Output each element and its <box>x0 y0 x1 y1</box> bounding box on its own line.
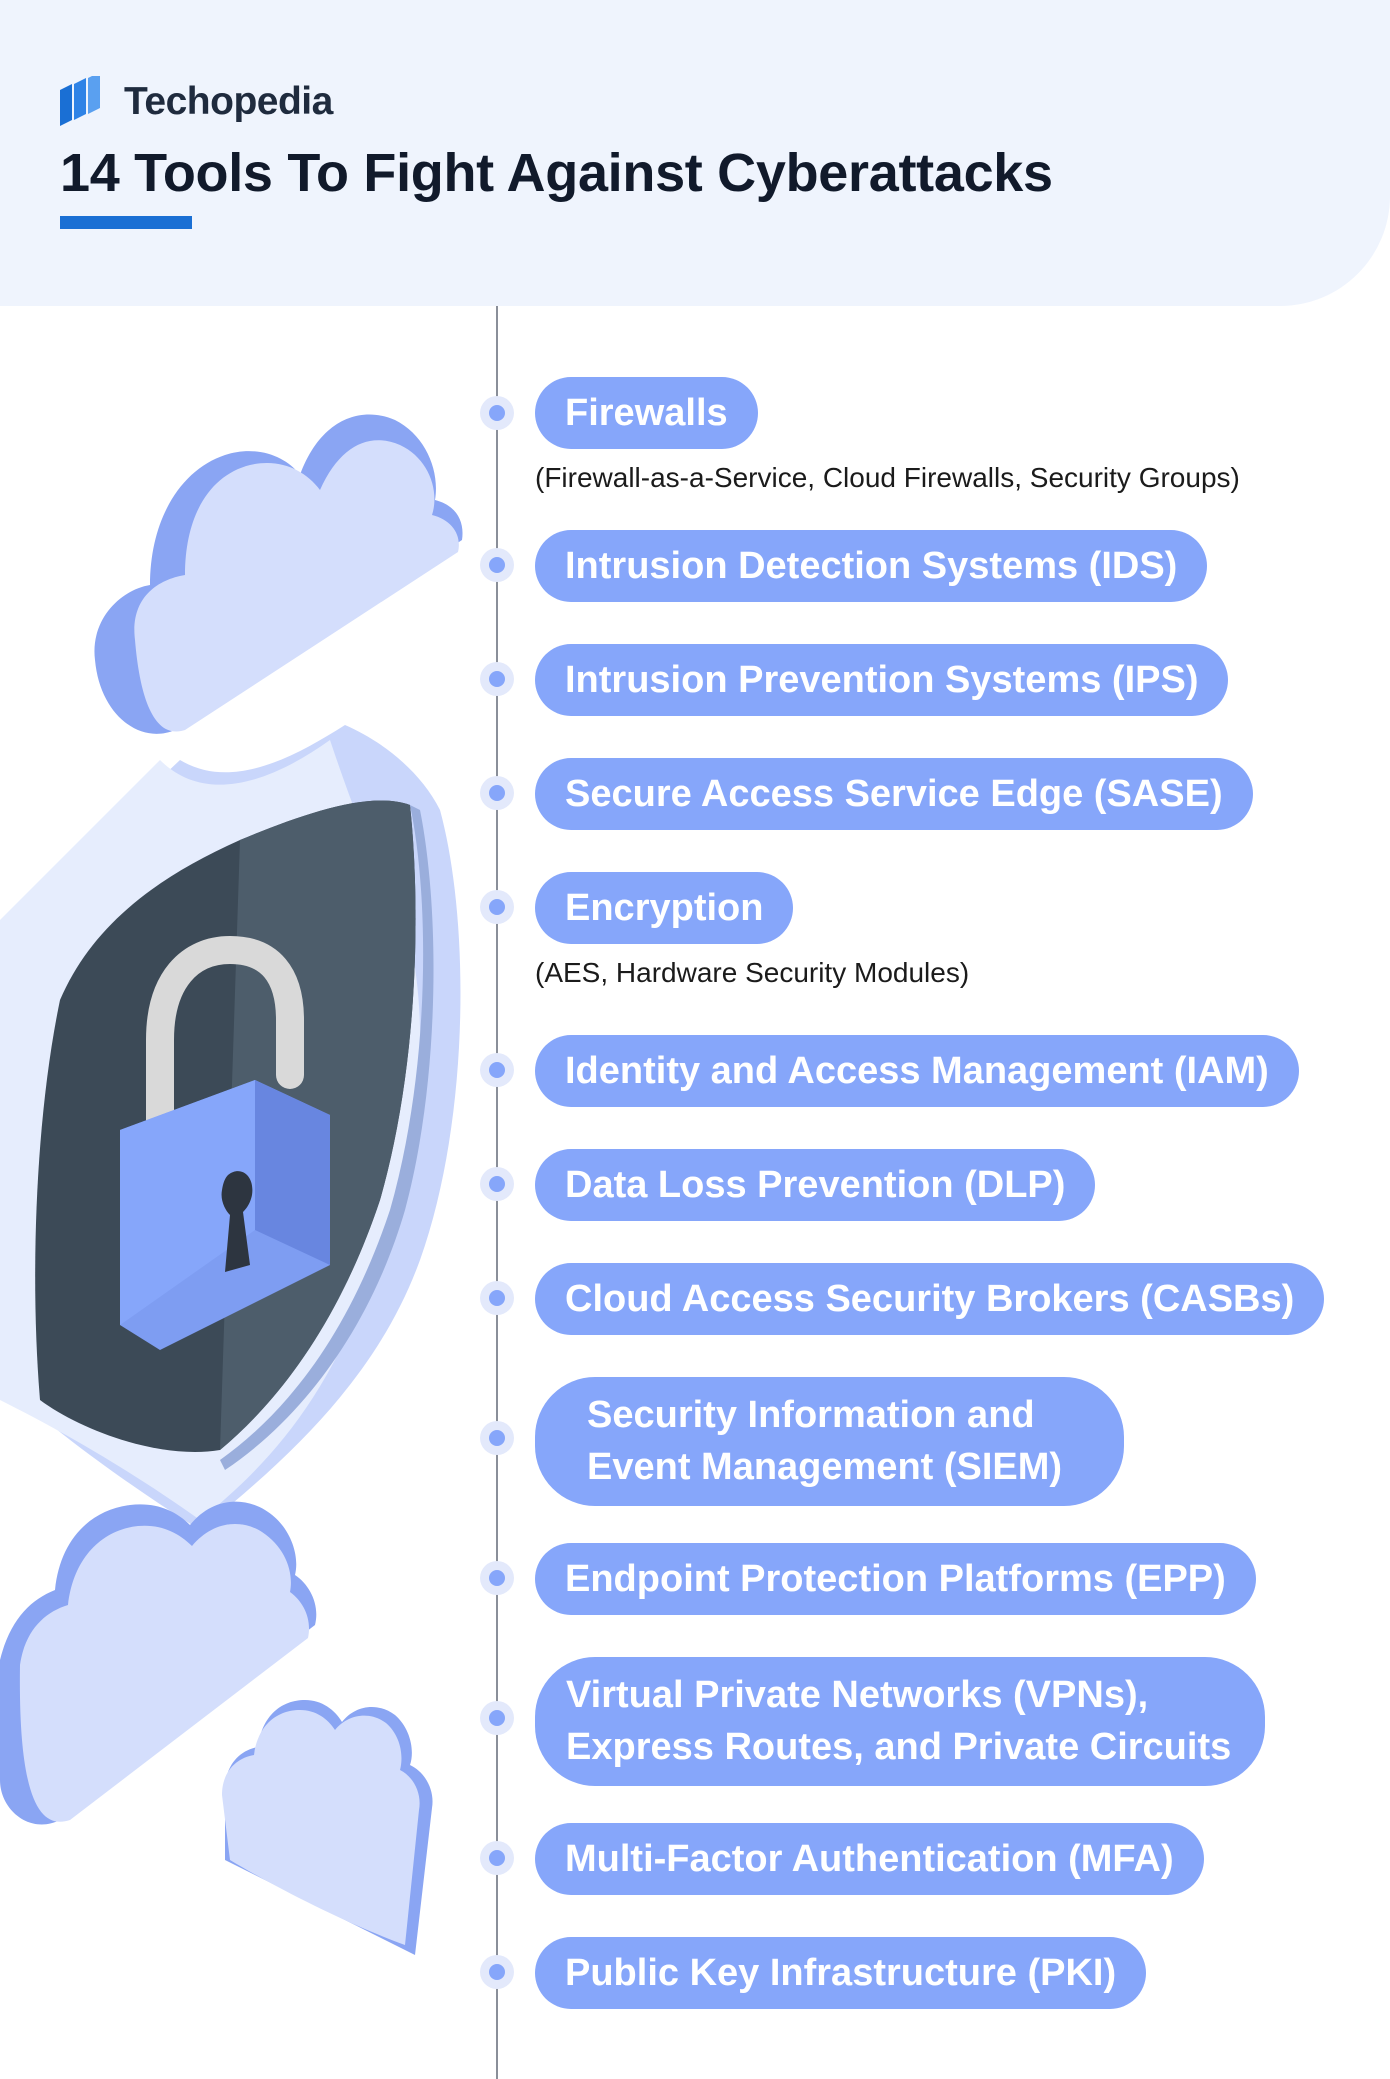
tool-subtext-encryption: (AES, Hardware Security Modules) <box>535 957 970 988</box>
timeline-dot <box>480 1053 514 1087</box>
tool-pill-vpns-line1: Virtual Private Networks (VPNs), <box>566 1674 1149 1716</box>
tool-subtext-firewalls: (Firewall-as-a-Service, Cloud Firewalls,… <box>535 462 1240 493</box>
timeline-dot <box>480 1281 514 1315</box>
page-title: 14 Tools To Fight Against Cyberattacks <box>60 143 1053 203</box>
tool-pill-casbs: Cloud Access Security Brokers (CASBs) <box>535 1263 1325 1335</box>
timeline-dot <box>480 548 514 582</box>
tool-pill-iam: Identity and Access Management (IAM) <box>535 1035 1299 1107</box>
timeline-dot <box>480 776 514 810</box>
padlock-icon <box>120 935 330 1350</box>
tool-pill-firewalls: Firewalls <box>535 377 758 449</box>
tool-pill-siem-line1: Security Information and <box>587 1394 1035 1436</box>
tool-pill-siem: Security Information and Event Managemen… <box>535 1377 1125 1506</box>
tool-pill-dlp: Data Loss Prevention (DLP) <box>535 1149 1096 1221</box>
cloud-icon <box>0 1501 317 1825</box>
timeline-dot <box>480 662 514 696</box>
brand-name: Techopedia <box>124 80 333 123</box>
tool-pill-pki: Public Key Infrastructure (PKI) <box>535 1937 1147 2009</box>
timeline-dot <box>480 1421 514 1455</box>
tool-pill-vpns-line2: Express Routes, and Private Circuits <box>566 1726 1232 1768</box>
timeline-dot <box>480 1841 514 1875</box>
tool-pill-mfa: Multi-Factor Authentication (MFA) <box>535 1823 1204 1895</box>
timeline-dot <box>480 1955 514 1989</box>
timeline-dot <box>480 1561 514 1595</box>
techopedia-logo-icon <box>60 76 100 126</box>
tool-pill-sase: Secure Access Service Edge (SASE) <box>535 758 1253 830</box>
tool-pill-epp: Endpoint Protection Platforms (EPP) <box>535 1543 1256 1615</box>
header: Techopedia 14 Tools To Fight Against Cyb… <box>0 0 1390 306</box>
timeline-dot <box>480 890 514 924</box>
tool-pill-vpns: Virtual Private Networks (VPNs), Express… <box>535 1657 1266 1786</box>
tool-pill-ids: Intrusion Detection Systems (IDS) <box>535 530 1208 602</box>
timeline-dot <box>480 396 514 430</box>
security-illustration <box>0 414 463 1955</box>
title-underline <box>60 216 192 229</box>
tool-pill-encryption: Encryption <box>535 872 794 944</box>
cloud-icon <box>222 1700 433 1955</box>
timeline-dot <box>480 1167 514 1201</box>
tool-pill-siem-line2: Event Management (SIEM) <box>587 1446 1063 1488</box>
tool-pill-ips: Intrusion Prevention Systems (IPS) <box>535 644 1229 716</box>
timeline-dot <box>480 1701 514 1735</box>
cloud-icon <box>94 414 463 734</box>
